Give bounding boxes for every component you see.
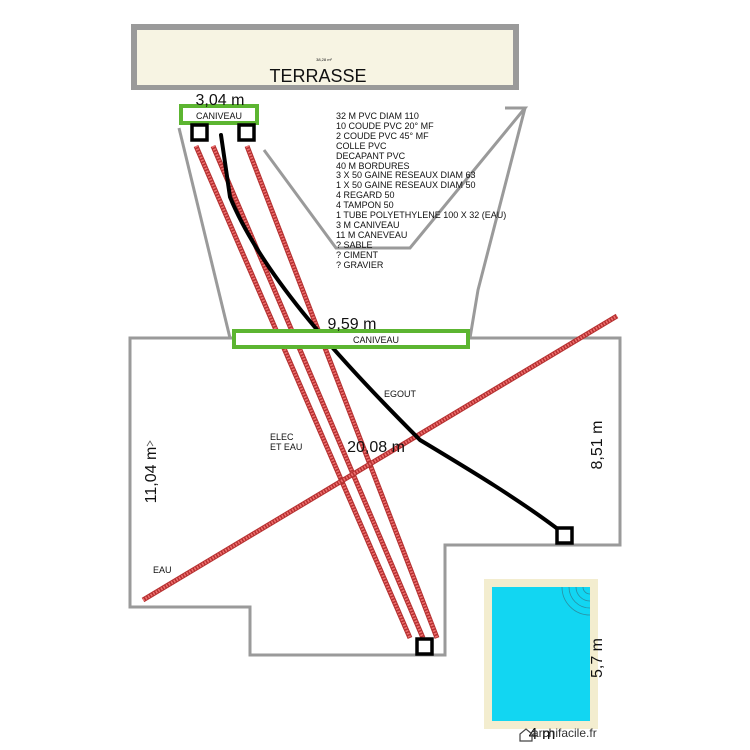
watermark: archifacile.fr [532,726,597,740]
wall-right-wing [262,106,529,250]
sewer-pipe [219,133,565,535]
caniveau-middle [232,329,470,349]
regard-square-icon [415,637,434,656]
material-item: COLLE PVC [336,140,387,151]
caniveau-top [179,104,259,125]
dim-caniveau-width: 9,59 m [328,316,377,333]
regard-square-icon [237,123,256,142]
terrace-slab [137,30,513,85]
dim-pool-height: 5,7 m [589,638,606,678]
pool-steps-icon [561,586,591,616]
material-item: ? GRAVIER [336,259,384,270]
dim-terrace-width: 3,04 m [196,92,245,109]
property-walls [128,106,622,657]
material-item: 11 M CANEVEAU [336,229,408,240]
material-item: ? CIMENT [336,249,379,260]
dim-diagonal: 20,08 m [347,439,405,456]
caniveau-top-label: CANIVEAU [196,111,242,121]
material-item: 4 TAMPON 50 [336,200,394,211]
duct-3-pattern [245,145,439,639]
material-item: 10 COUDE PVC 20° MF [336,120,434,131]
terrace-area: 38,28 m² [316,57,332,62]
pool-water [492,587,590,721]
material-item: 40 M BORDURES [336,160,410,171]
wall-right-passage [468,107,527,339]
network-ducts [141,145,619,639]
caniveau-middle-label: CANIVEAU [353,335,399,345]
material-item: 4 REGARD 50 [336,190,395,201]
material-item: DECAPANT PVC [336,150,406,161]
material-item: 1 TUBE POLYETHYLENE 100 X 32 (EAU) [336,210,507,221]
label-eau: EAU [153,565,172,575]
dim-left-height: 11,04 m [143,447,160,504]
material-item: 3 M CANIVEAU [336,219,400,230]
label-elec: ELEC [270,432,294,442]
dim-pool-width: 4 m [529,726,556,743]
label-et-eau: ET EAU [270,442,302,452]
material-item: 32 M PVC DIAM 110 [336,111,419,121]
dim-right-height: 8,51 m [589,421,606,470]
water-pipe-pattern [142,314,618,602]
duct-1-pattern [194,145,412,639]
material-item: 1 X 50 GAINE RESEAUX DIAM 50 [336,180,476,191]
regard-square-icon [190,123,209,142]
material-item: 3 X 50 GAINE RESEAUX DIAM 63 [336,170,476,181]
wall-left-passage [177,127,232,339]
regard-square-icon [555,526,574,545]
material-item: 2 COUDE PVC 45° MF [336,130,429,141]
house-logo-icon [519,728,533,742]
terrace-label: TERRASSE [269,66,366,86]
wall-garden [128,336,622,657]
label-egout: EGOUT [384,389,417,399]
material-item: ? SABLE [336,239,373,250]
dimension-arrow-icon [146,440,154,447]
duct-2-pattern [211,145,425,639]
